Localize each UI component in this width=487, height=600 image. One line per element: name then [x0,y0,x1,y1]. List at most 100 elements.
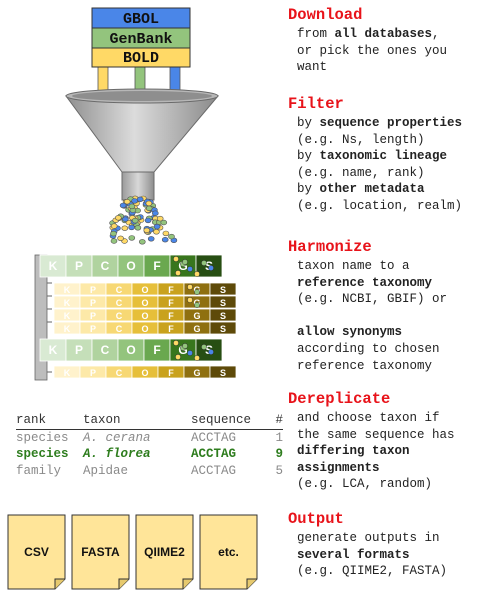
sequence-dot [162,230,170,237]
output-label-csv: CSV [24,545,49,559]
step-text-bold: assignments [297,460,380,475]
database-label-genbank: GenBank [109,31,172,48]
cell-taxon: A. cerana [83,430,151,445]
table-row: species A. florea ACCTAG 9 [16,446,283,463]
cell-sequence: ACCTAG [191,447,237,462]
step-line: and choose taxon if [297,410,483,427]
table-header-count: # [263,412,283,430]
rank-letter: F [168,311,174,321]
step-text: by [297,116,320,130]
rank-cell [209,365,237,379]
document-fold [182,578,193,589]
output-label-qiime2: QIIME2 [144,545,185,559]
rank-letter: C [116,311,123,321]
step-text: (e.g. location, realm) [297,198,463,213]
document-fold [54,578,65,589]
database-label-gbol: GBOL [123,11,159,28]
step-text: , [432,27,440,41]
sequence-dot [201,260,207,266]
step-text-bold: differing taxon [297,444,410,459]
rank-cell [209,295,237,309]
rank-letter: O [141,324,148,334]
document-fold [246,578,257,589]
step-line: (e.g. NCBI, GBIF) or [297,291,483,308]
step-line: according to chosen [297,341,483,358]
rank-cell [209,321,237,335]
rank-letter: P [90,311,96,321]
rank-cell [209,308,237,322]
sequence-dot [208,349,214,355]
sequence-dot [110,223,118,229]
rank-letter: F [168,285,174,295]
step-text: according to chosen [297,341,440,356]
sequence-dots [109,195,178,245]
sequence-dot [139,239,146,245]
funnel-icon [65,88,220,201]
step-text: (e.g. LCA, random) [297,477,433,492]
sequence-dot [208,265,214,271]
sequence-dot [115,215,122,221]
table-header-taxon: taxon [83,412,191,430]
sequence-dot [153,229,160,235]
rank-letter: F [168,324,174,334]
cell-count: 9 [275,447,283,462]
sequence-dot [175,354,181,360]
step-line: reference taxonomy [297,275,483,292]
cell-sequence: ACCTAG [191,430,237,445]
step-line: generate outputs in [297,530,483,547]
sequence-dot [182,343,188,349]
database-label-bold: BOLD [123,50,159,67]
step-text-bold: all databases [334,27,433,41]
step-line: by other metadata [297,181,483,198]
step-line: (e.g. LCA, random) [297,476,483,493]
taxonomy-bars: KPCOFGSKPCOFGSKPCOFGSKPCOFGSKPCOFGSKPCOF… [39,254,237,379]
sequence-dot [161,237,169,243]
step-line: (e.g. QIIME2, FASTA) [297,563,483,580]
step-line: several formats [297,547,483,564]
sequence-dot [128,203,136,210]
cell-taxon: Apidae [83,463,129,478]
sequence-dot [144,217,152,224]
sequence-dot [131,198,138,204]
step-text: (e.g. name, rank) [297,165,425,180]
sequence-dot [131,217,139,224]
step-title-filter: Filter [288,95,344,113]
step-line: reference taxonomy [297,358,483,375]
sequence-dot [156,215,164,222]
sequence-dot [168,233,175,240]
sequence-dot [110,238,118,244]
step-line: by sequence properties [297,115,483,132]
output-label-fasta: FASTA [81,545,120,559]
step-line: assignments [297,460,483,477]
step-text: by [297,182,320,197]
step-text: generate outputs in [297,531,440,545]
step-text-bold: other metadata [319,182,425,197]
rank-letter: P [90,285,96,295]
sequence-dot [187,297,193,303]
rank-letter: S [220,298,226,308]
database-box-bold [91,47,191,68]
step-text: from [297,27,335,41]
step-line: (e.g. name, rank) [297,165,483,182]
rank-letter: P [90,298,96,308]
sequence-dot [173,340,179,346]
sequence-dot [145,205,153,212]
sequence-dot [147,236,155,242]
step-text: or pick the ones you [297,43,448,58]
step-line: from all databases, [297,26,483,43]
document-fold [118,578,129,589]
rank-letter: S [220,324,226,334]
sequence-dot [122,216,129,222]
sequence-dot [117,235,124,242]
step-text-bold: reference taxonomy [297,275,433,290]
cell-rank: family [16,463,62,478]
rank-letter: S [220,368,226,378]
rank-letter: F [168,298,174,308]
rank-letter: O [141,298,148,308]
step-text: (e.g. Ns, length) [297,132,425,147]
